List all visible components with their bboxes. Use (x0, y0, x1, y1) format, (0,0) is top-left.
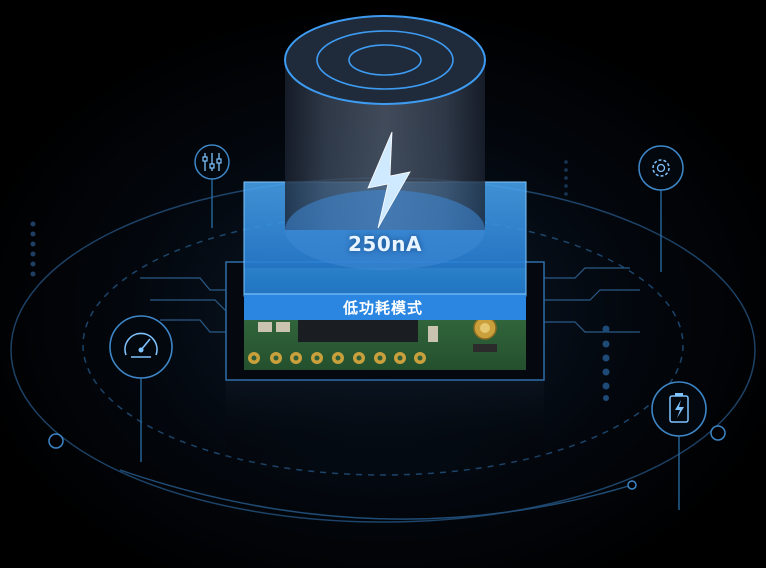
orbit-node-left (48, 433, 64, 449)
lower-arc (119, 469, 633, 520)
current-value-label: 250nA (348, 232, 422, 256)
lightning-bolt-icon (367, 131, 411, 229)
dot-column-top (564, 160, 568, 196)
dashed-orbit (82, 214, 684, 476)
battery-charging-icon (651, 381, 707, 510)
orbit-node-bottom (627, 480, 637, 490)
module-shadow (226, 378, 544, 468)
dot-column-left (30, 221, 36, 277)
orbit-node-right (710, 425, 726, 441)
circuit-traces-right (525, 267, 640, 333)
gear-icon (638, 145, 684, 272)
sliders-icon (194, 144, 230, 228)
power-cylinder (284, 15, 486, 270)
dot-column-right (602, 325, 610, 401)
speedometer-icon (109, 315, 173, 462)
mode-label: 低功耗模式 (342, 299, 423, 317)
